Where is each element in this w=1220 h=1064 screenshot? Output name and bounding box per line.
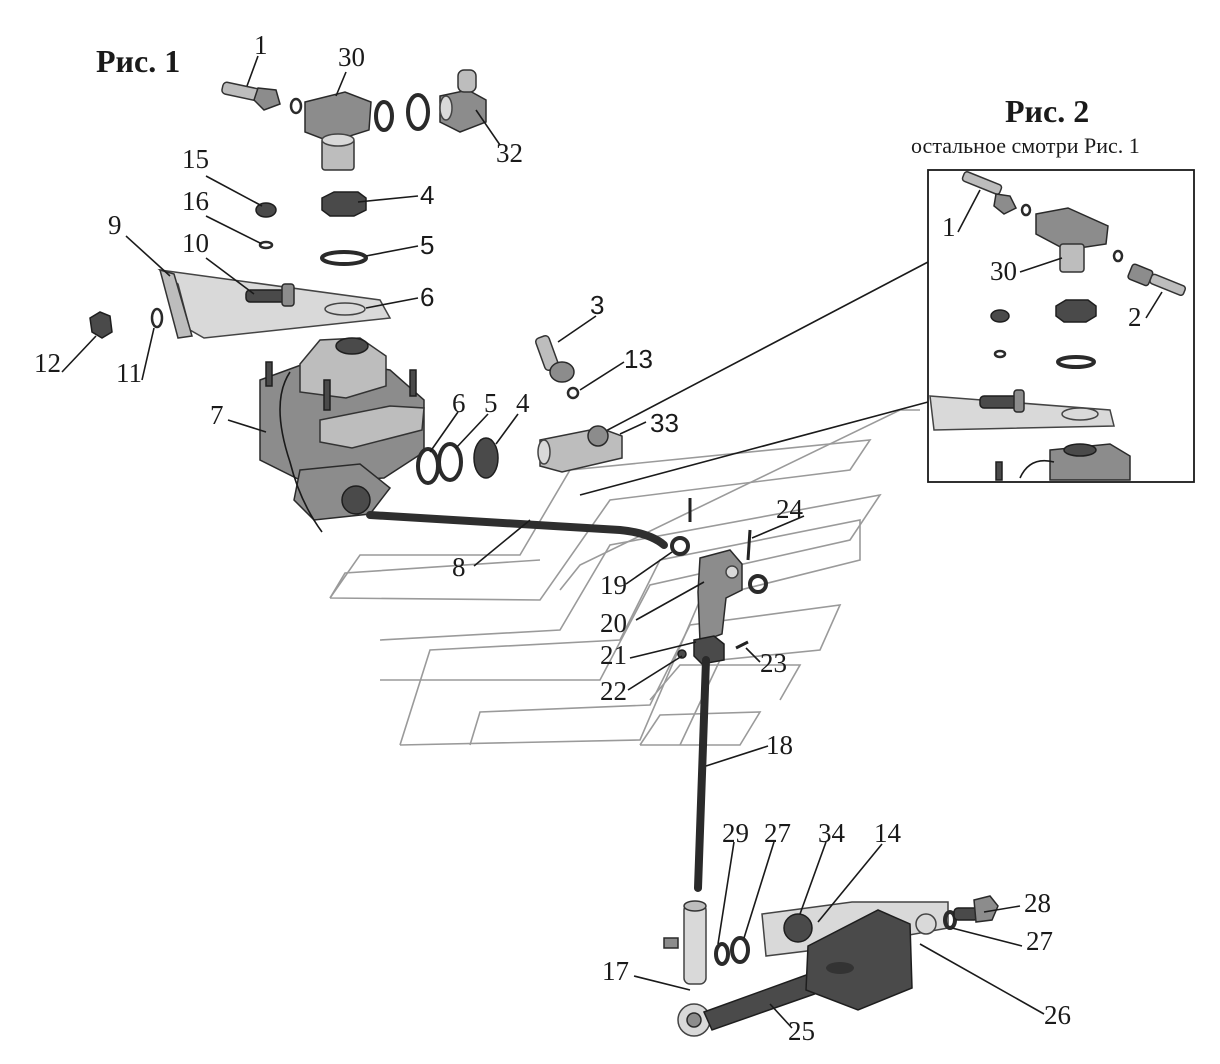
part-bolt-10 [245, 283, 295, 307]
label-24: 24 [776, 494, 804, 524]
part-nut-4-top [321, 191, 367, 217]
label-22: 22 [600, 676, 627, 706]
part-washer-16 [258, 240, 274, 250]
figure2-note: остальное смотри Рис. 1 [911, 133, 1140, 158]
label-25: 25 [788, 1016, 815, 1046]
label-11: 11 [116, 358, 142, 388]
label-30: 30 [338, 42, 365, 72]
fig1-leader-lines [61, 55, 1045, 1029]
label-17: 17 [602, 956, 629, 986]
label-23: 23 [760, 648, 787, 678]
label-1: 1 [254, 30, 268, 60]
label-4-top: 4 [420, 180, 434, 210]
part-bolt-28 [953, 895, 999, 923]
part-washer-right [748, 574, 768, 594]
part-nut-12 [89, 311, 113, 339]
fig2-labels: 1 30 2 [942, 212, 1142, 332]
part-gasket-5-top [320, 250, 368, 266]
background-chevron-outlines [329, 409, 920, 746]
label-16: 16 [182, 186, 209, 216]
figure2-inset-parts [929, 171, 1187, 481]
label-18: 18 [766, 730, 793, 760]
label-34: 34 [818, 818, 846, 848]
label-20: 20 [600, 608, 627, 638]
part-washer-27b [943, 910, 957, 930]
label-6-mid: 6 [452, 388, 466, 418]
label-15: 15 [182, 144, 209, 174]
label-13: 13 [624, 344, 653, 374]
part-clamp-21 [693, 635, 725, 665]
label-5-mid: 5 [484, 388, 498, 418]
part-washer-small [289, 97, 303, 115]
figure2-title: Рис. 2 [1005, 93, 1089, 129]
label-19: 19 [600, 570, 627, 600]
part-bolt-1 [221, 81, 281, 111]
label-7: 7 [210, 400, 224, 430]
part-bracket-9 [157, 268, 392, 339]
part-pin-24 [746, 529, 752, 561]
part-washer-29 [714, 942, 730, 966]
label-12: 12 [34, 348, 61, 378]
part-angle-fitting-30 [304, 91, 372, 171]
part-washer-11 [150, 307, 164, 329]
part-nut-15 [255, 202, 277, 218]
figure2-callout-lines [559, 261, 929, 496]
part-ring-b [406, 93, 430, 131]
figure1-title: Рис. 1 [96, 43, 180, 79]
label-27-left: 27 [764, 818, 791, 848]
part-valve-body-7 [259, 337, 425, 533]
part-lever-20 [697, 549, 743, 644]
label-9: 9 [108, 210, 122, 240]
fig2-leader-lines [957, 189, 1163, 319]
fig1-labels: 1 30 32 15 4 16 5 9 10 6 12 11 3 13 7 6 … [34, 30, 1071, 1046]
label-6-top: 6 [420, 282, 434, 312]
part-tee-fitting-33 [537, 425, 623, 473]
part-washer-6-top [324, 302, 366, 316]
label-26: 26 [1044, 1000, 1071, 1030]
label-8: 8 [452, 552, 466, 582]
label-3: 3 [590, 290, 604, 320]
part-ring-6-mid [416, 447, 440, 485]
part-washer-27a [730, 936, 750, 964]
part-fitting-32 [439, 69, 487, 133]
label-21: 21 [600, 640, 627, 670]
label-5-top: 5 [420, 230, 434, 260]
part-screw-23 [735, 640, 749, 650]
label-14: 14 [874, 818, 902, 848]
part-washer-19 [670, 536, 690, 556]
fig2-label-1: 1 [942, 212, 956, 242]
part-ring-5-mid [437, 442, 463, 482]
label-29: 29 [722, 818, 749, 848]
label-4-mid: 4 [516, 388, 530, 418]
part-fitting-3 [534, 335, 575, 383]
part-weight-26 [805, 909, 913, 1011]
label-10: 10 [182, 228, 209, 258]
fig2-label-2: 2 [1128, 302, 1142, 332]
label-28: 28 [1024, 888, 1051, 918]
label-27-right: 27 [1026, 926, 1053, 956]
fig2-label-30: 30 [990, 256, 1017, 286]
label-32: 32 [496, 138, 523, 168]
part-nut-22 [677, 649, 687, 659]
label-33: 33 [650, 408, 679, 438]
part-joint-17 [663, 900, 711, 1037]
part-nut-4-mid [473, 437, 499, 479]
part-tube-8 [366, 511, 668, 549]
part-rod-18 [694, 656, 710, 892]
part-washer-13 [566, 386, 580, 400]
part-ring-a [374, 100, 394, 132]
